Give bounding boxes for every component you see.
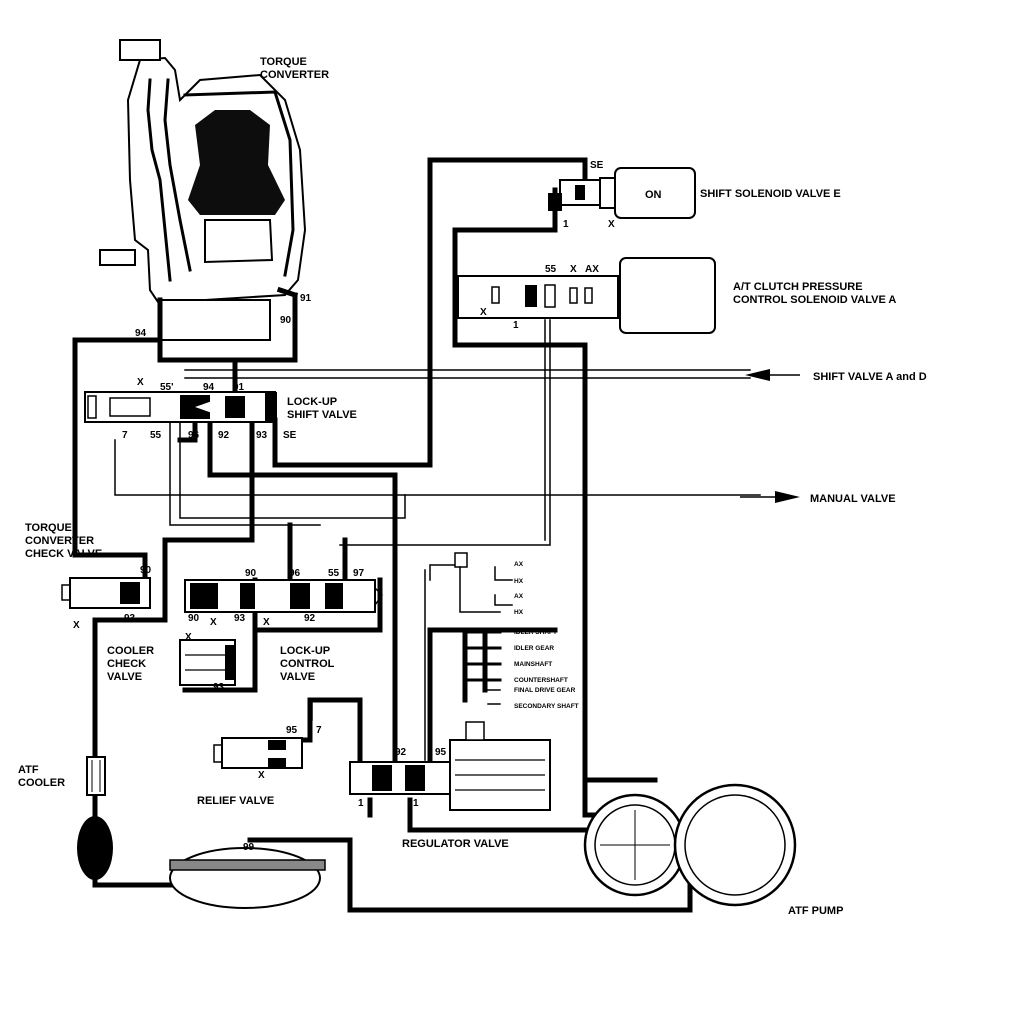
port-label: 1 <box>563 219 569 230</box>
port-label: 7 <box>122 430 128 441</box>
port-label: X <box>137 377 144 388</box>
lube-label: IDLER GEAR <box>514 645 554 652</box>
atf-cooler <box>77 756 113 880</box>
arrow-manual-valve-icon <box>740 491 800 503</box>
port-label: 96 <box>289 568 301 579</box>
port-label: 90 <box>245 568 257 579</box>
port-label: X <box>608 219 615 230</box>
port-label: X <box>480 307 487 318</box>
lube-label: IDLER SHAFT <box>514 629 557 636</box>
port-label: 92 <box>218 430 230 441</box>
label-regulator-valve: REGULATOR VALVE <box>402 838 509 850</box>
label-solenoid-state: ON <box>645 189 662 201</box>
port-label: SE <box>283 430 297 441</box>
port-label: X <box>210 617 217 628</box>
lock-up-shift-valve <box>84 391 277 423</box>
port-label: 1 <box>413 798 419 809</box>
lube-label: HX <box>514 609 524 616</box>
lube-label: FINAL DRIVE GEAR <box>514 687 576 694</box>
port-label: 95 <box>286 725 298 736</box>
lube-label: AX <box>514 561 524 568</box>
port-label: 90 <box>280 315 292 326</box>
label-shift-valve-line: SHIFT VALVE A and D <box>813 371 927 383</box>
port-labels: 91 90 94 X 55' 94 91 7 55 96 92 93 SE SE… <box>73 160 615 853</box>
port-label: 93 <box>234 613 246 624</box>
port-label: SE <box>590 160 604 171</box>
port-label: 55 <box>150 430 162 441</box>
label-clutch-pressure-solenoid: A/T CLUTCH PRESSURE CONTROL SOLENOID VAL… <box>733 281 896 306</box>
port-label: 94 <box>203 382 215 393</box>
label-manual-valve-line: MANUAL VALVE <box>810 493 896 505</box>
lube-label: AX <box>514 593 524 600</box>
port-label: X <box>570 264 577 275</box>
port-label: X <box>263 617 270 628</box>
port-label: 1 <box>513 320 519 331</box>
atf-strainer <box>169 847 326 909</box>
port-label: 93 <box>256 430 268 441</box>
label-torque-converter: TORQUE CONVERTER <box>260 56 329 81</box>
port-label: 92 <box>395 747 407 758</box>
port-label: 91 <box>300 293 312 304</box>
port-label: 55 <box>328 568 340 579</box>
label-atf-cooler: ATF COOLER <box>18 764 65 789</box>
port-label: 55 <box>545 264 557 275</box>
torque-converter <box>99 39 307 341</box>
shift-solenoid-valve-e <box>548 167 696 219</box>
regulator-valve <box>349 721 551 811</box>
label-atf-pump: ATF PUMP <box>788 905 843 917</box>
component-labels: TORQUE CONVERTER ON SHIFT SOLENOID VALVE… <box>18 56 927 917</box>
port-label: X <box>73 620 80 631</box>
lube-labels: AX HX AX HX IDLER SHAFT IDLER GEAR MAINS… <box>514 561 579 710</box>
lock-up-control-valve <box>184 579 383 613</box>
port-label: 93 <box>213 682 225 693</box>
lube-distribution <box>454 552 513 705</box>
clutch-pressure-solenoid-a <box>457 257 716 334</box>
lube-label: HX <box>514 578 524 585</box>
port-label: X <box>258 770 265 781</box>
label-relief-valve: RELIEF VALVE <box>197 795 274 807</box>
arrow-shift-valve-icon <box>745 369 800 381</box>
port-label: 94 <box>135 328 147 339</box>
port-label: 91 <box>233 382 245 393</box>
label-lock-up-shift-valve: LOCK-UP SHIFT VALVE <box>287 396 357 421</box>
port-label: 92 <box>304 613 316 624</box>
port-label: 55' <box>160 382 174 393</box>
cooler-check-valve <box>179 639 236 686</box>
label-lock-up-control-valve: LOCK-UP CONTROL VALVE <box>280 645 337 683</box>
lube-label: SECONDARY SHAFT <box>514 703 579 710</box>
fluid-lines <box>72 157 761 913</box>
port-label: AX <box>585 264 599 275</box>
label-tc-check-valve: TORQUE CONVERTER CHECK VALVE <box>25 522 102 560</box>
relief-valve <box>213 737 303 769</box>
port-label: X <box>185 632 192 643</box>
port-label: 96 <box>188 430 200 441</box>
port-label: 90 <box>188 613 200 624</box>
lube-label: COUNTERSHAFT <box>514 677 568 684</box>
port-label: 90 <box>140 565 152 576</box>
port-label: 1 <box>358 798 364 809</box>
atf-pump <box>583 783 797 907</box>
port-label: 95 <box>435 747 447 758</box>
lube-label: MAINSHAFT <box>514 661 552 668</box>
label-cooler-check-valve: COOLER CHECK VALVE <box>107 645 157 683</box>
port-label: 99 <box>243 842 255 853</box>
port-label: 97 <box>353 568 365 579</box>
port-label: 93 <box>124 613 136 624</box>
torque-converter-check-valve <box>61 577 151 609</box>
port-label: 7 <box>316 725 322 736</box>
label-shift-solenoid-e: SHIFT SOLENOID VALVE E <box>700 188 841 200</box>
